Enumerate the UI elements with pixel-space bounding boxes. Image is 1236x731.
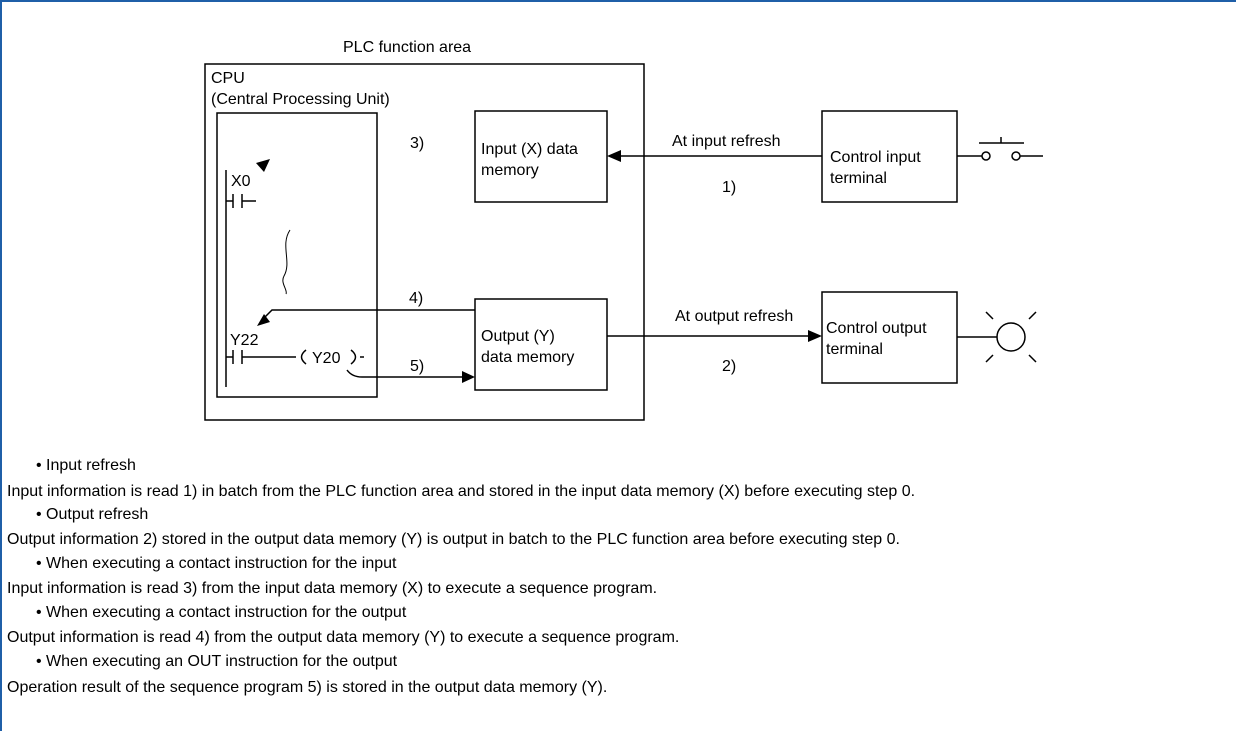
input-memory-label-2: memory <box>481 162 539 179</box>
lamp-icon <box>957 311 1037 363</box>
contact-x0-label: X0 <box>231 173 251 190</box>
arrow-4-head <box>257 314 270 326</box>
input-memory-label-1: Input (X) data <box>481 141 578 158</box>
push-switch-icon <box>957 137 1043 161</box>
control-input-label-2: terminal <box>830 170 887 187</box>
note-text: Operation result of the sequence program… <box>7 679 608 696</box>
note-heading: • When executing an OUT instruction for … <box>36 653 398 670</box>
note-heading: • When executing a contact instruction f… <box>36 604 407 621</box>
sequence-program-box <box>216 112 378 398</box>
contact-x0-symbol <box>226 194 256 208</box>
arrow-4-line <box>261 309 475 321</box>
plc-function-area-box <box>204 63 645 421</box>
arrow-2-head <box>808 330 822 342</box>
note-text: Input information is read 1) in batch fr… <box>7 483 916 500</box>
marker-3: 3) <box>410 135 424 152</box>
contact-y22-label: Y22 <box>230 332 259 349</box>
plc-area-label: PLC function area <box>343 39 471 56</box>
cpu-label: CPU <box>211 70 245 87</box>
contact-y22-symbol <box>226 349 364 365</box>
arrow-5-line <box>346 369 465 378</box>
note-heading: • When executing a contact instruction f… <box>36 555 397 572</box>
plc-refresh-diagram: PLC function area CPU (Central Processin… <box>204 39 1043 421</box>
at-input-refresh-label: At input refresh <box>672 133 781 150</box>
note-text: Input information is read 3) from the in… <box>7 580 658 597</box>
control-output-label-2: terminal <box>826 341 883 358</box>
output-memory-label-2: data memory <box>481 349 574 366</box>
marker-5: 5) <box>410 358 424 375</box>
marker-2: 2) <box>722 358 736 375</box>
output-data-memory-box <box>474 298 608 391</box>
cpu-full-name-label: (Central Processing Unit) <box>211 91 390 108</box>
arrow-1-head <box>607 150 621 162</box>
note-text: Output information is read 4) from the o… <box>7 629 680 646</box>
arrow-5-head <box>462 371 475 383</box>
program-continuation-line <box>282 229 291 295</box>
marker-4: 4) <box>409 290 423 307</box>
control-output-label-1: Control output <box>826 320 927 337</box>
arrow-3-head <box>256 159 270 172</box>
control-input-label-1: Control input <box>830 149 921 166</box>
output-memory-label-1: Output (Y) <box>481 328 555 345</box>
control-output-terminal-box <box>821 291 958 384</box>
note-heading: • Input refresh <box>36 457 136 474</box>
note-text: Output information 2) stored in the outp… <box>7 531 900 548</box>
input-data-memory-box <box>474 110 608 203</box>
at-output-refresh-label: At output refresh <box>675 308 793 325</box>
marker-1: 1) <box>722 179 736 196</box>
note-heading: • Output refresh <box>36 506 149 523</box>
coil-y20-label: Y20 <box>312 350 341 367</box>
